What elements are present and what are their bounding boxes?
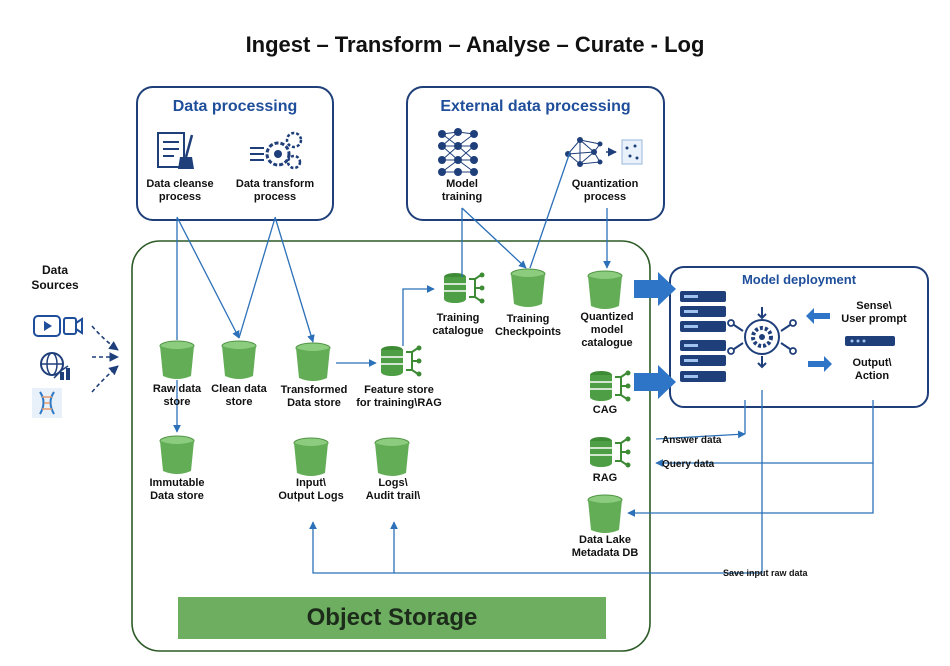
data-lake-bucket	[587, 494, 623, 534]
io-logs-label: Input\ Output Logs	[278, 477, 344, 502]
diagram-title: Ingest – Transform – Analyse – Curate - …	[245, 32, 705, 57]
globe-chart-icon	[40, 352, 70, 380]
audit-trail-bucket	[374, 437, 410, 477]
data-transform-label: Data transform process	[235, 178, 315, 203]
clean-data-bucket	[221, 340, 257, 380]
clean-data-label: Clean data store	[211, 383, 267, 408]
data-cleanse-label: Data cleanse process	[146, 178, 214, 203]
neural-network-icon	[438, 128, 478, 176]
gears-icon	[250, 131, 303, 170]
cag-label: CAG	[592, 404, 618, 416]
data-sources-label: Data Sources	[31, 263, 79, 292]
cleanse-document-icon	[157, 132, 194, 169]
external-processing-box	[406, 86, 665, 221]
output-arrow	[808, 356, 832, 372]
server-stack-icon	[680, 291, 726, 382]
object-storage-container	[131, 240, 651, 652]
sense-prompt-label: Sense\ User prompt	[841, 300, 907, 325]
rag-icon	[589, 435, 632, 469]
training-checkpoints-bucket	[510, 268, 546, 308]
output-action-label: Output\ Action	[852, 357, 892, 382]
quantized-model-bucket	[587, 270, 623, 310]
save-raw-data-label: Save input raw data	[723, 568, 809, 578]
model-deployment-box	[669, 266, 929, 408]
feature-store-label: Feature store for training\RAG	[356, 384, 442, 409]
deploy-arrow-quantized	[634, 272, 676, 306]
transformed-data-bucket	[295, 342, 331, 382]
feature-store-icon	[380, 344, 423, 378]
io-logs-bucket	[293, 437, 329, 477]
raw-data-bucket	[159, 340, 195, 380]
immutable-store-bucket	[159, 435, 195, 475]
model-deployment-title: Model deployment	[741, 272, 857, 287]
output-device-icon	[845, 336, 895, 346]
answer-data-label: Answer data	[662, 435, 722, 446]
central-gear-icon	[727, 307, 797, 369]
rag-label: RAG	[592, 472, 618, 484]
data-processing-box	[136, 86, 334, 221]
transformed-data-label: Transformed Data store	[280, 384, 348, 409]
quantization-icon	[565, 137, 643, 167]
object-storage-bar: Object Storage	[178, 597, 606, 639]
deploy-arrow-cag	[634, 365, 676, 399]
data-lake-label: Data Lake Metadata DB	[571, 534, 639, 559]
training-catalogue-label: Training catalogue	[432, 312, 484, 337]
quantized-model-label: Quantized model catalogue	[580, 311, 634, 349]
cag-icon	[589, 369, 632, 403]
training-catalogue-icon	[443, 271, 486, 305]
audit-trail-label: Logs\ Audit trail\	[365, 477, 421, 502]
dna-icon	[32, 388, 62, 418]
data-processing-title: Data processing	[172, 98, 298, 115]
sense-arrow	[806, 308, 830, 324]
video-icon	[33, 315, 83, 337]
model-training-label: Model training	[441, 178, 483, 203]
query-data-label: Query data	[662, 459, 715, 470]
flow-lines	[173, 151, 874, 574]
source-arrows	[91, 325, 119, 393]
immutable-store-label: Immutable Data store	[149, 477, 205, 502]
training-checkpoints-label: Training Checkpoints	[494, 313, 561, 338]
external-processing-title: External data processing	[440, 98, 631, 115]
quantization-label: Quantization process	[571, 178, 639, 203]
raw-data-label: Raw data store	[152, 383, 202, 408]
